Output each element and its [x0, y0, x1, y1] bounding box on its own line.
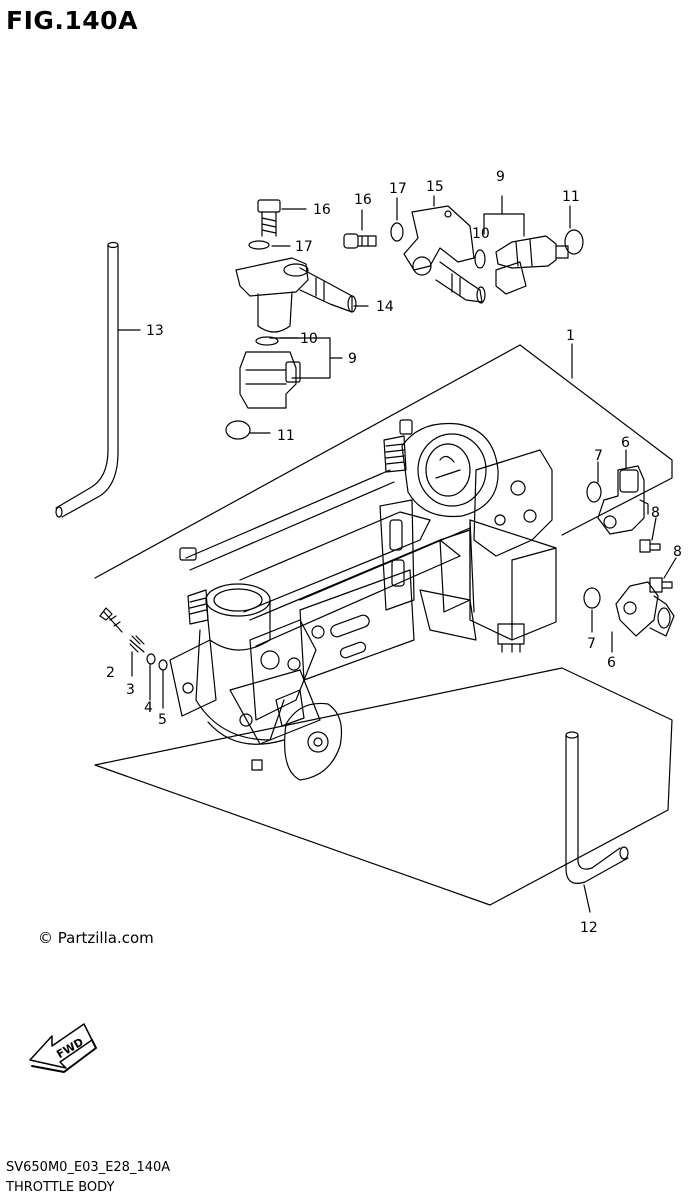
callout-1: 1: [566, 328, 575, 344]
callout-2: 2: [106, 665, 115, 681]
callout-11-right: 11: [562, 189, 580, 205]
callout-12: 12: [580, 920, 598, 936]
callout-13: 13: [146, 323, 164, 339]
callout-9-left: 9: [348, 351, 357, 367]
bracket-9-left: [269, 337, 343, 379]
callout-11-left: 11: [277, 428, 295, 444]
hose-13: [55, 241, 119, 518]
sensor-6-upper: [597, 465, 649, 535]
figure-title: FIG.140A: [6, 6, 138, 35]
callout-16-right: 16: [354, 192, 372, 208]
cap-11-right: [564, 229, 584, 255]
callout-6-lower: 6: [607, 655, 616, 671]
callout-5: 5: [158, 712, 167, 728]
copyright-text: © Partzilla.com: [38, 929, 154, 947]
sensor-6-lower: [615, 581, 675, 637]
leader-8-upper: [651, 517, 657, 541]
oring-5: [158, 659, 168, 671]
leader-8-lower: [663, 557, 677, 579]
oring-17-left: [248, 240, 270, 250]
fwd-arrow: FWD: [29, 1023, 97, 1073]
callout-3: 3: [126, 682, 135, 698]
spring-3: [129, 635, 145, 653]
oring-7-upper: [586, 481, 602, 503]
figure-caption: THROTTLE BODY: [6, 1180, 115, 1195]
screw-2: [99, 607, 123, 633]
cap-11-left: [225, 420, 251, 440]
oring-17-right: [390, 222, 404, 242]
bracket-9-right: [483, 195, 525, 237]
oring-10-right: [474, 249, 486, 269]
leader-12: [583, 884, 591, 913]
callout-14: 14: [376, 299, 394, 315]
hose-12: [565, 731, 629, 884]
callout-8-lower: 8: [673, 544, 682, 560]
callout-8-upper: 8: [651, 505, 660, 521]
callout-7-lower: 7: [587, 636, 596, 652]
bolt-16-left: [257, 199, 281, 237]
bolt-16-right: [343, 233, 377, 249]
callout-9-right: 9: [496, 169, 505, 185]
injector-9-right: [495, 235, 569, 295]
bolt-8-lower: [649, 577, 673, 593]
assembly-boundary: [94, 344, 673, 906]
oring-10-left: [255, 336, 279, 346]
throttle-body-assembly: [169, 419, 557, 781]
callout-10-right: 10: [472, 226, 490, 242]
callout-10-left: 10: [300, 331, 318, 347]
callout-4: 4: [144, 700, 153, 716]
callout-17-right: 17: [389, 181, 407, 197]
callout-16-left: 16: [313, 202, 331, 218]
oring-7-lower: [583, 587, 601, 609]
injector-9-left: [239, 351, 301, 409]
callout-17-left: 17: [295, 239, 313, 255]
callout-15: 15: [426, 179, 444, 195]
bolt-8-upper: [639, 539, 661, 553]
fuel-delivery-pipe-15: [403, 205, 486, 304]
drawing-code: SV650M0_E03_E28_140A: [6, 1160, 171, 1175]
fuel-delivery-pipe-14: [235, 257, 357, 333]
callout-7-upper: 7: [594, 448, 603, 464]
washer-4: [146, 653, 156, 665]
callout-6-upper: 6: [621, 435, 630, 451]
